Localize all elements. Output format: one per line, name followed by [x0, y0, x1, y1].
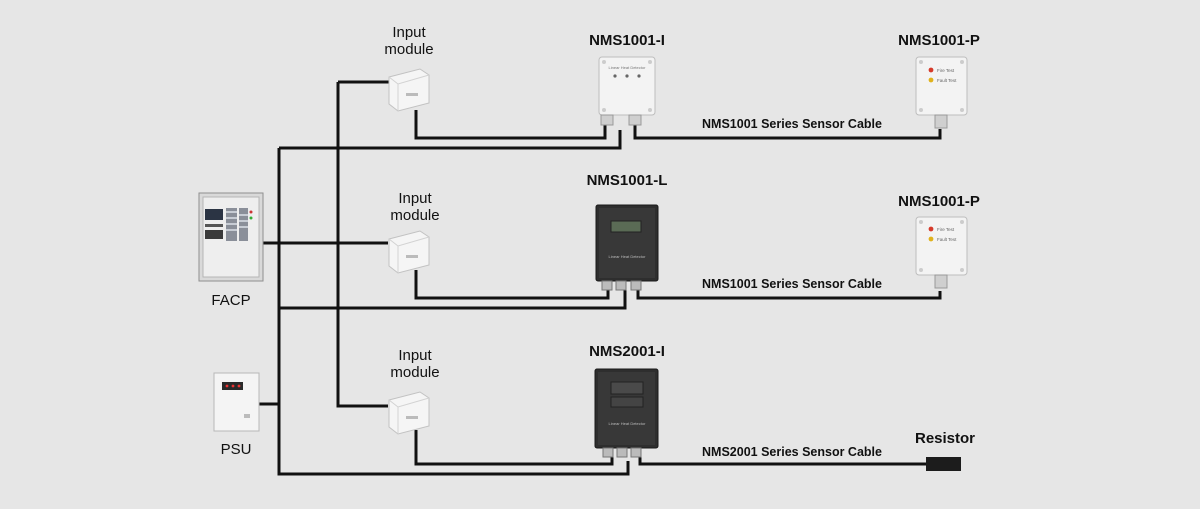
nms1001-i-detector-icon: Linear Heat Detector [598, 56, 656, 126]
input-module-3-label-line2: module [390, 364, 440, 381]
bus-line-1 [277, 148, 630, 476]
row2-module-output [414, 270, 610, 300]
svg-text:Fire Test: Fire Test [937, 227, 955, 232]
row3-module-output [414, 430, 614, 466]
svg-text:Fault Test: Fault Test [937, 237, 957, 242]
nms1001-p-terminal-1-icon: Fire Test Fault Test [915, 56, 968, 129]
facp-label: FACP [211, 292, 251, 309]
controller-3-title: NMS2001-I [589, 343, 665, 360]
nms2001-i-detector-icon: Linear Heat Detector [594, 368, 659, 458]
psu-label: PSU [220, 441, 252, 458]
facp-panel-icon [198, 192, 264, 282]
svg-text:Fault Test: Fault Test [937, 78, 957, 83]
input-module-1-icon [388, 68, 430, 112]
input-module-3-icon [388, 391, 430, 435]
bus-line-3 [336, 82, 388, 408]
row1-module-output [414, 110, 607, 140]
sensor-cable-3-label: NMS2001 Series Sensor Cable [702, 445, 882, 459]
nms1001-p-terminal-2-icon: Fire Test Fault Test [915, 216, 968, 289]
terminal-2-title: NMS1001-P [898, 193, 980, 210]
row3-sensor-cable [638, 456, 928, 466]
terminal-3-title: Resistor [914, 430, 976, 447]
controller-2-title: NMS1001-L [586, 172, 668, 189]
input-module-3-label: Input module [378, 347, 452, 381]
row2-sensor-cable [636, 290, 942, 300]
resistor-icon [926, 457, 961, 471]
input-module-1-label-line2: module [384, 41, 434, 58]
nms1001-l-detector-icon: Linear Heat Detector [595, 204, 659, 291]
input-module-1-label-line1: Input [392, 24, 426, 41]
controller-1-title: NMS1001-I [589, 32, 665, 49]
input-module-2-label-line2: module [390, 207, 440, 224]
input-module-1-label: Input module [372, 24, 446, 58]
svg-text:Linear Heat Detector: Linear Heat Detector [609, 65, 647, 70]
terminal-1-title: NMS1001-P [898, 32, 980, 49]
row2-bus-return [279, 290, 627, 310]
svg-text:Fire Test: Fire Test [937, 68, 955, 73]
input-module-2-label-line1: Input [398, 190, 432, 207]
svg-text:Linear Heat Detector: Linear Heat Detector [609, 254, 647, 259]
bus-line-2 [279, 130, 622, 150]
sensor-cable-2-label: NMS1001 Series Sensor Cable [702, 277, 882, 291]
row1-sensor-cable [633, 125, 942, 140]
input-module-2-label: Input module [378, 190, 452, 224]
input-module-2-icon [388, 230, 430, 274]
svg-text:Linear Heat Detector: Linear Heat Detector [609, 421, 647, 426]
input-module-3-label-line1: Input [398, 347, 432, 364]
sensor-cable-1-label: NMS1001 Series Sensor Cable [702, 117, 882, 131]
psu-icon [213, 372, 260, 432]
